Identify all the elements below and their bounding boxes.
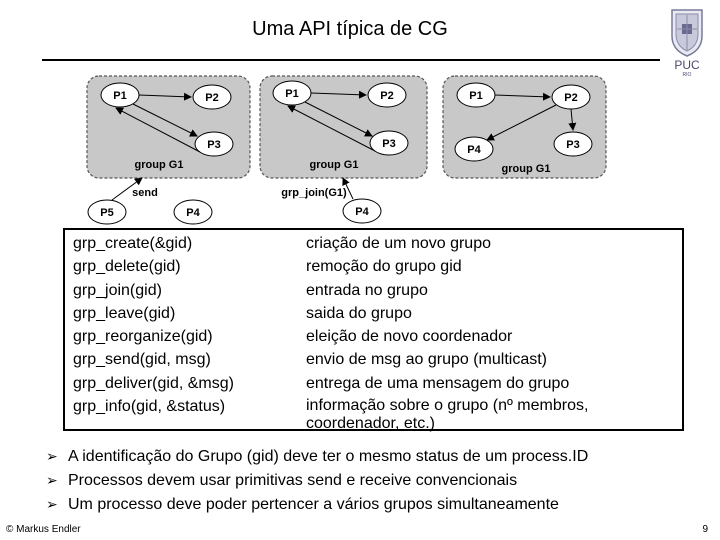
edge-p1-p2 [138,92,192,101]
api-function: grp_create(&gid) [73,235,193,252]
arrow-bullet-icon: ➢ [46,496,58,512]
node-p4-out [173,199,213,225]
label-p3: P3 [382,138,395,150]
api-function: grp_join(gid) [73,281,162,299]
group-label-1: group G1 [135,159,184,171]
api-description: entrega de uma mensagem do grupo [306,374,570,392]
edge-p3-p1 [115,107,201,153]
edge-p1-p3 [304,101,373,137]
api-function-column: grp_create(&gid) grp_delete(gid) grp_joi… [73,232,234,418]
bullet-text: A identificação do Grupo (gid) deve ter … [68,448,589,465]
bullet-list: ➢ A identificação do Grupo (gid) deve ter… [46,444,588,516]
edge-p3-p1 [287,105,376,152]
label-p2: P2 [380,90,393,102]
slide-title: Uma API típica de CG [252,18,448,40]
bullet-item: ➢ Um processo deve poder pertencer a vári… [46,492,588,516]
label-p2: P2 [564,92,577,104]
api-description: envio de msg ao grupo (multicast) [306,351,547,369]
label-p1: P1 [285,88,298,100]
bullet-text: Um processo deve poder pertencer a vário… [68,496,559,513]
node-p3 [553,131,593,157]
api-description: informação sobre o grupo (nº membros, co… [306,397,589,433]
label-p1: P1 [113,90,126,102]
node-p2 [192,84,232,110]
api-table: grp_create(&gid) grp_delete(gid) grp_joi… [63,228,684,433]
arrow-bullet-icon: ➢ [46,448,58,464]
node-p4-out [342,198,382,224]
api-function: grp_leave(gid) [73,304,176,322]
api-function: grp_reorganize(gid) [73,328,213,346]
edge-p1-p3 [132,103,198,137]
label-p3: P3 [566,139,579,151]
logo-subtext: RIO [683,72,692,78]
edge-p2-p3 [568,108,577,131]
node-p2 [367,82,407,108]
arrow-bullet-icon: ➢ [46,472,58,488]
panel-3: P1 P2 P3 P4 group G1 [442,75,607,179]
logo-text: PUC [674,58,700,72]
api-description: criação de um novo grupo [306,235,491,252]
label-p2: P2 [205,92,218,104]
label-p3: P3 [207,139,220,151]
api-function: grp_delete(gid) [73,258,181,276]
api-description: remoção do grupo gid [306,258,462,276]
label-p4-out: P4 [355,206,369,218]
bullet-item: ➢ Processos devem usar primitivas send e … [46,468,588,492]
node-p4 [454,136,494,162]
api-description: saida do grupo [306,304,412,322]
node-p3 [194,131,234,157]
group-diagram: P1 P2 P3 group G1 P5 P4 send P1 P2 P3 gr… [86,75,607,225]
edge-label-join: grp_join(G1) [281,187,347,199]
title-divider [42,59,660,61]
api-function: grp_send(gid, msg) [73,351,211,369]
node-p3 [369,130,409,156]
edge-p1-p2 [310,90,367,99]
edge-p1-p2 [494,92,551,101]
label-p1: P1 [469,90,482,102]
puc-rio-logo: PUC RIO [671,9,703,78]
api-description: eleição de novo coordenador [306,328,513,346]
label-p4: P4 [467,144,481,156]
edge-send [111,177,143,201]
edge-p2-p4 [486,104,557,141]
api-description-column: criação de um novo grupo remoção do grup… [306,232,676,433]
api-description: entrada no grupo [306,281,428,299]
label-p4-out: P4 [186,207,200,219]
api-function: grp_info(gid, &status) [73,398,226,416]
bullet-text: Processos devem usar primitivas send e r… [68,472,518,489]
edge-label-send: send [132,187,158,199]
edge-join [342,177,354,200]
api-function: grp_deliver(gid, &msg) [73,374,234,392]
group-label-3: group G1 [502,163,551,175]
footer-author: © Markus Endler [6,524,81,535]
label-p5: P5 [100,207,113,219]
node-p5 [87,199,127,225]
bullet-item: ➢ A identificação do Grupo (gid) deve ter… [46,444,588,468]
page-number: 9 [702,524,708,535]
panel-2: P1 P2 P3 group G1 P4 grp_join(G1) [259,75,428,224]
panel-1: P1 P2 P3 group G1 P5 P4 send [86,75,251,225]
group-label-2: group G1 [310,159,359,171]
